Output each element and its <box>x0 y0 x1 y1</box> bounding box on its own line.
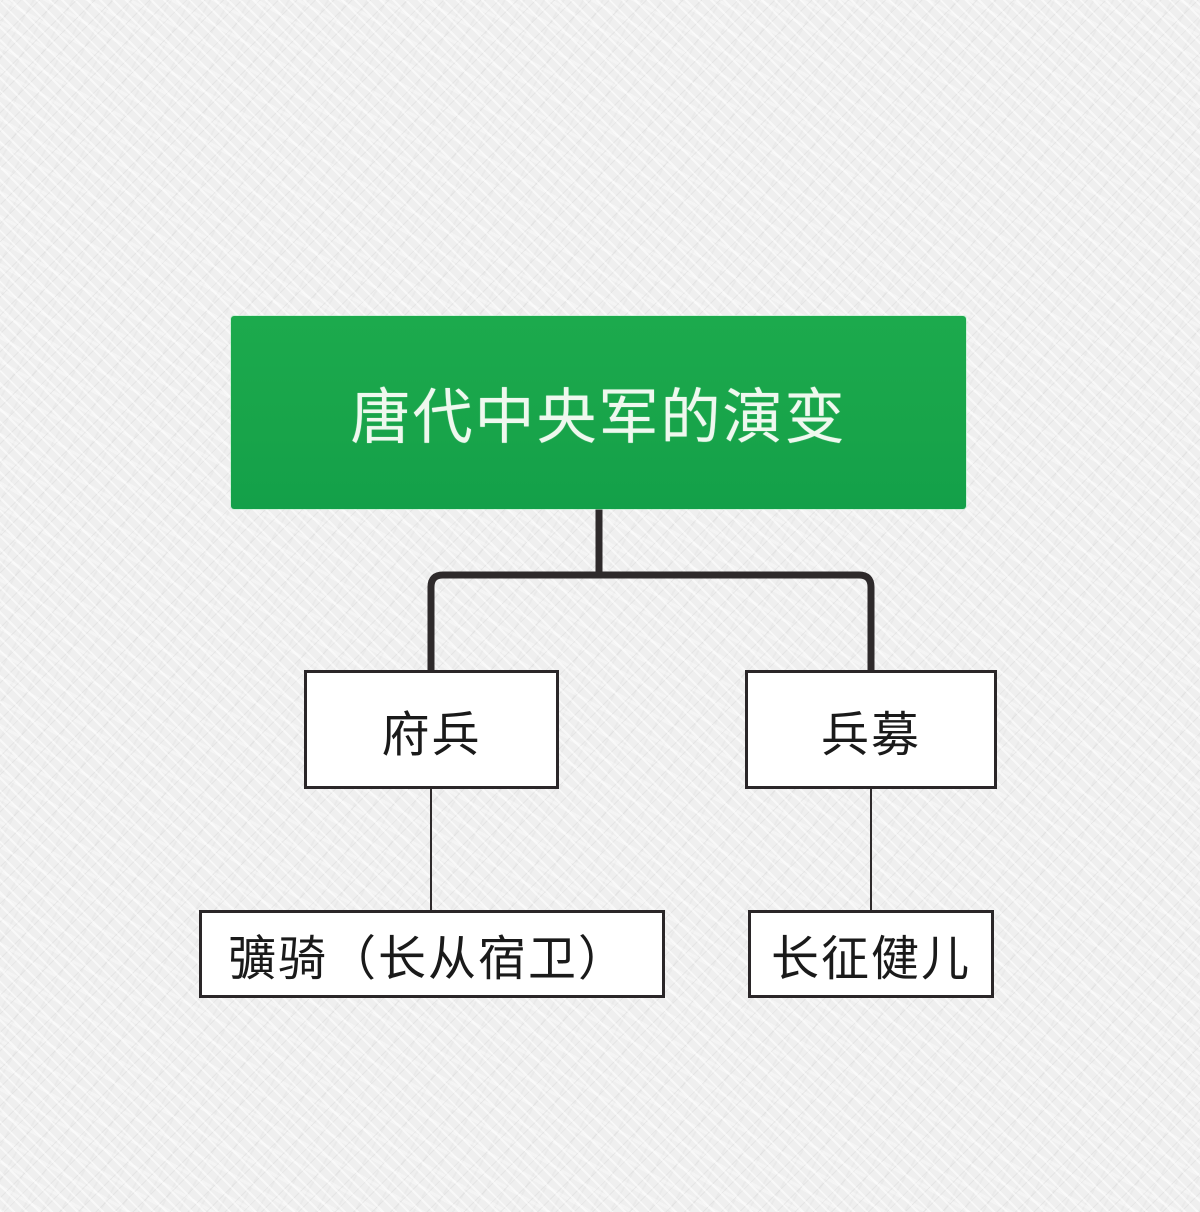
root-title: 唐代中央军的演变 <box>350 383 847 453</box>
root-node: 唐代中央军的演变 <box>231 316 966 509</box>
leaf-label: 彍骑（长从宿卫） <box>228 931 629 987</box>
leaf-label: 长征健儿 <box>770 931 971 987</box>
branch-label: 兵募 <box>820 706 921 763</box>
leaf-node-kuoqi: 彍骑（长从宿卫） <box>199 910 665 998</box>
branch-node-fubing: 府兵 <box>304 670 559 789</box>
branch-node-bingmu: 兵募 <box>745 670 997 789</box>
branch-label: 府兵 <box>381 706 482 763</box>
root-to-branches-connector <box>427 509 875 672</box>
leaf-node-changzheng-jianer: 长征健儿 <box>748 910 994 998</box>
